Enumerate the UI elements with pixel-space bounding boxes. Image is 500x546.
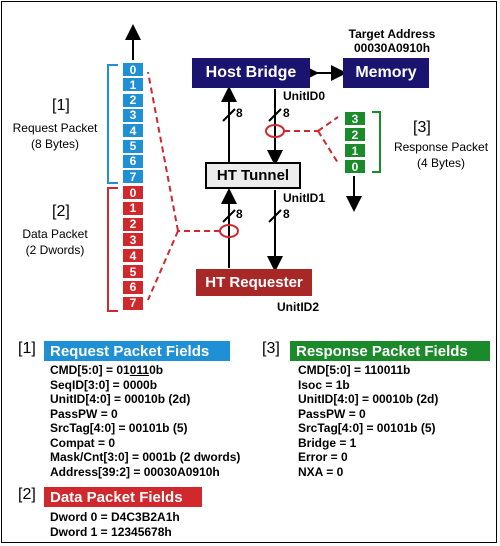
target-address-value: 00030A0910h	[353, 41, 431, 55]
request-packet-label: Request Packet	[12, 121, 98, 135]
field-line: CMD[5:0] = 110011b	[298, 363, 411, 377]
packet-cell: 5	[122, 138, 144, 154]
data-fields-title: Data Packet Fields	[44, 487, 202, 507]
request-fields-bracket-num: [1]	[18, 340, 36, 357]
unit-id0-label: UnitID0	[283, 89, 325, 103]
field-line: Mask/Cnt[3:0] = 0001b (2 dwords)	[50, 450, 241, 464]
packet-cell: 1	[122, 77, 144, 93]
field-line: PassPW = 0	[298, 406, 366, 421]
bus-width-label: 8	[283, 207, 290, 221]
request-packet-bracket-num: [1]	[52, 97, 70, 114]
bus-width-label: 8	[236, 207, 243, 221]
packet-cell: 0	[122, 62, 144, 77]
data-packet-bracket-num: [2]	[52, 203, 70, 220]
response-packet-caption: Response Packet (4 Bytes)	[386, 139, 496, 171]
bus-width-label: 8	[283, 106, 290, 120]
packet-cell: 0	[122, 185, 144, 200]
response-fields-bracket-num: [3]	[262, 340, 280, 357]
packet-cell: 7	[122, 295, 144, 311]
bus-width-label: 8	[236, 106, 243, 120]
packet-cell: 2	[122, 92, 144, 108]
request-packet-size: (8 Bytes)	[30, 137, 79, 151]
packet-cell: 3	[122, 232, 144, 248]
ht-requester-box: HT Requester	[196, 269, 312, 296]
data-packet-size: (2 Dwords)	[25, 243, 85, 257]
packet-cell: 5	[122, 264, 144, 279]
target-address-label: Target Address	[348, 27, 436, 41]
field-line: SeqID[3:0] = 0000b	[50, 377, 158, 392]
request-fields-title: Request Packet Fields	[44, 341, 230, 361]
response-bracket	[372, 111, 381, 173]
target-address: Target Address 00030A0910h	[334, 27, 450, 55]
field-line: Address[39:2] = 00030A0910h	[50, 464, 220, 479]
data-packet-caption: Data Packet (2 Dwords)	[5, 226, 105, 258]
field-line: UnitID[4:0] = 00010b (2d)	[50, 392, 191, 406]
packet-cell: 2	[122, 216, 144, 232]
data-packet-label: Data Packet	[22, 227, 88, 241]
packet-cell: 4	[122, 123, 144, 139]
field-line: Isoc = 1b	[298, 377, 350, 392]
field-line: Error = 0	[298, 450, 348, 464]
response-packet-size: (4 Bytes)	[416, 156, 465, 170]
response-packet-bracket-num: [3]	[413, 119, 431, 136]
field-line: PassPW = 0	[50, 406, 118, 421]
field-line: Bridge = 1	[298, 435, 357, 450]
host-bridge-box: Host Bridge	[192, 58, 310, 88]
packet-cell: 3	[122, 107, 144, 123]
packet-cell: 1	[344, 143, 366, 158]
unit-id1-label: UnitID1	[283, 191, 325, 205]
memory-box: Memory	[343, 58, 429, 88]
ht-tunnel-box: HT Tunnel	[205, 162, 301, 189]
packet-cell: 6	[122, 279, 144, 295]
response-fields-title: Response Packet Fields	[290, 341, 490, 361]
request-packet-caption: Request Packet (8 Bytes)	[5, 120, 105, 152]
response-packet-label: Response Packet	[393, 140, 489, 154]
field-line: UnitID[4:0] = 00010b (2d)	[298, 392, 439, 406]
request-bracket	[107, 64, 118, 184]
packet-cell: 2	[344, 127, 366, 142]
packet-cell: 6	[122, 153, 144, 169]
field-line: Dword 0 = D4C3B2A1h	[50, 510, 180, 524]
packet-cell: 0	[344, 159, 366, 174]
field-line: NXA = 0	[298, 464, 344, 479]
packet-cell: 7	[122, 169, 144, 185]
data-bracket	[107, 187, 118, 312]
field-line: Compat = 0	[50, 435, 116, 450]
packet-cell: 3	[344, 111, 366, 126]
packet-cell: 1	[122, 200, 144, 216]
field-line: Dword 1 = 12345678h	[50, 524, 172, 539]
data-fields-bracket-num: [2]	[18, 486, 36, 503]
field-line: SrcTag[4:0] = 00101b (5)	[50, 421, 188, 435]
field-line: SrcTag[4:0] = 00101b (5)	[298, 421, 436, 435]
unit-id2-label: UnitID2	[277, 300, 319, 314]
packet-cell: 4	[122, 248, 144, 264]
request-field-cmd: CMD[5:0] = 010110b	[50, 363, 164, 377]
